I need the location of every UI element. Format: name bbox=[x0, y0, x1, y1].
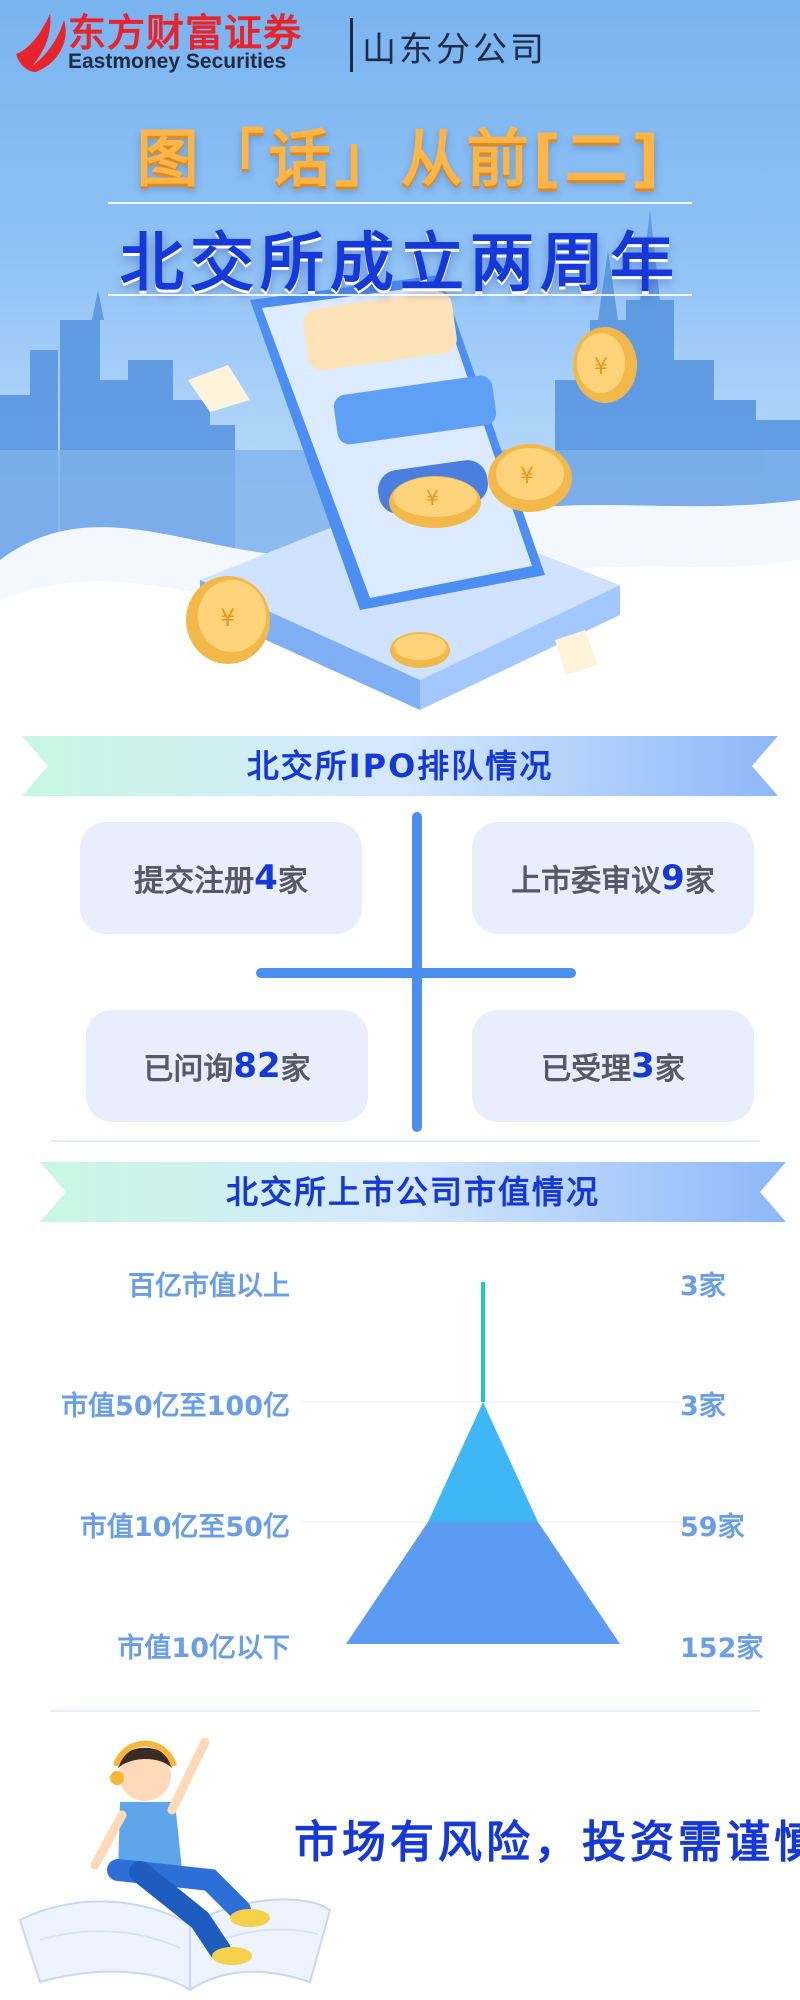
hero-title-line2: 北交所成立两周年 bbox=[120, 227, 680, 301]
market-tier-label: 市值10亿至50亿 bbox=[79, 1512, 290, 1543]
hero-title-line1: 图「话」从前[二] bbox=[136, 122, 664, 195]
brand-name-cn: 东方财富证券 bbox=[68, 11, 303, 55]
svg-text:¥: ¥ bbox=[520, 464, 534, 489]
hero-banner: ¥ ¥ ¥ ¥ 东方财富证券 Eastmoney Securities 山东分公… bbox=[0, 0, 800, 720]
avatar bbox=[119, 1749, 171, 1801]
market-tier-label: 市值50亿至100亿 bbox=[61, 1391, 290, 1422]
market-tier-count: 3家 bbox=[680, 1391, 726, 1422]
ipo-stat-count: 3 bbox=[631, 1046, 655, 1086]
market-tier-count: 3家 bbox=[680, 1271, 726, 1302]
section-separator bbox=[50, 1710, 760, 1712]
section-separator bbox=[50, 1140, 760, 1142]
ipo-stat-label: 已问询 bbox=[143, 1052, 234, 1087]
ipo-stat-count: 82 bbox=[233, 1046, 281, 1086]
ipo-section-header: 北交所IPO排队情况 bbox=[22, 736, 778, 796]
market-tier-count: 152家 bbox=[680, 1633, 764, 1664]
ipo-stat-label: 已受理 bbox=[541, 1052, 632, 1087]
coin-icons: ¥ ¥ ¥ ¥ bbox=[186, 327, 637, 668]
title-divider-top bbox=[108, 202, 692, 204]
logo-divider bbox=[350, 18, 353, 72]
ipo-stat-count: 9 bbox=[661, 858, 685, 898]
market-value-section-header: 北交所上市公司市值情况 bbox=[40, 1162, 786, 1222]
reading-person-illustration bbox=[18, 1737, 332, 1992]
ipo-stat-unit: 家 bbox=[654, 1052, 685, 1087]
ipo-stat-unit: 家 bbox=[277, 864, 308, 899]
svg-text:¥: ¥ bbox=[220, 604, 235, 632]
paper-icon bbox=[188, 365, 250, 412]
svg-text:¥: ¥ bbox=[594, 355, 608, 380]
market-tier-count: 59家 bbox=[680, 1512, 745, 1543]
brand-logo bbox=[10, 10, 72, 72]
cross-divider-horizontal bbox=[256, 968, 576, 978]
brand-name-en: Eastmoney Securities bbox=[68, 50, 287, 73]
ipo-stat-label: 上市委审议 bbox=[511, 864, 662, 899]
risk-notice: 市场有风险，投资需谨慎 bbox=[294, 1817, 800, 1868]
pyramid-tier-base bbox=[346, 1522, 620, 1644]
market-tier-label: 市值10亿以下 bbox=[117, 1633, 290, 1664]
ipo-section-title: 北交所IPO排队情况 bbox=[246, 747, 554, 785]
ipo-stat-label: 提交注册 bbox=[134, 864, 255, 899]
market-tier-label: 百亿市值以上 bbox=[128, 1271, 290, 1302]
branch-name: 山东分公司 bbox=[362, 30, 547, 70]
market-value-section-title: 北交所上市公司市值情况 bbox=[225, 1173, 600, 1211]
hero-illustration: ¥ ¥ ¥ ¥ bbox=[0, 210, 800, 720]
pyramid-tier-top bbox=[481, 1282, 485, 1402]
ipo-stat-count: 4 bbox=[254, 858, 278, 898]
pyramid-tier-upper bbox=[428, 1402, 538, 1522]
ipo-stat-unit: 家 bbox=[280, 1052, 311, 1087]
eastmoney-logo-icon bbox=[16, 14, 66, 72]
svg-text:¥: ¥ bbox=[426, 486, 439, 510]
title-divider-bottom bbox=[108, 294, 692, 296]
ipo-stat-unit: 家 bbox=[684, 864, 715, 899]
